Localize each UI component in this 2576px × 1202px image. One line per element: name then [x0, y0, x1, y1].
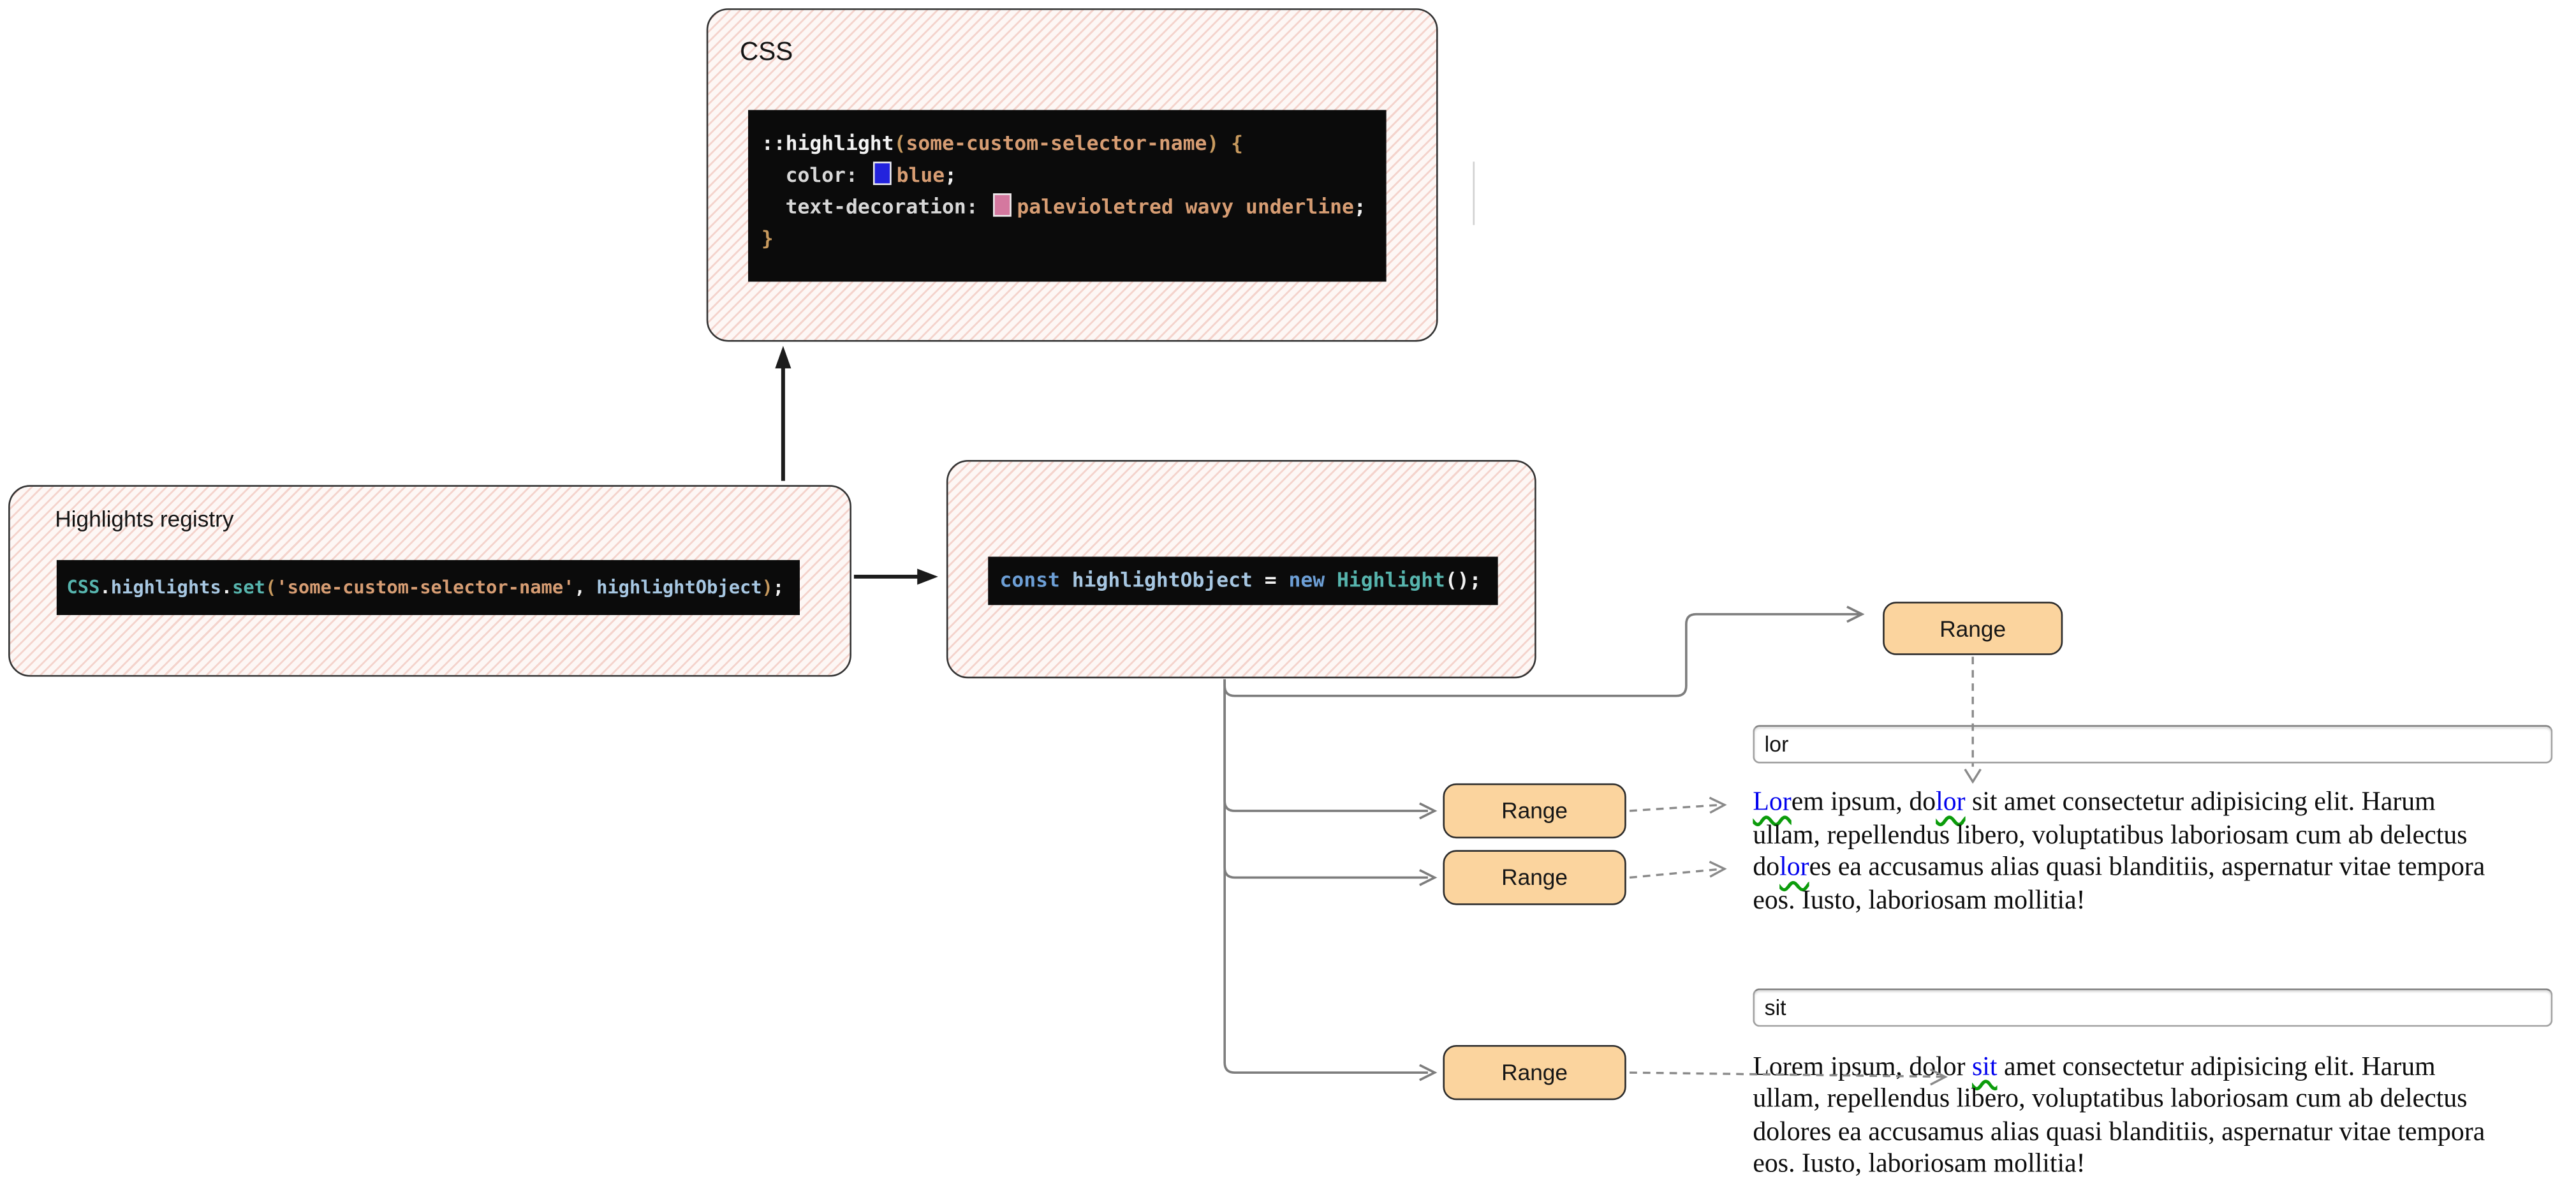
range-node-2: Range [1443, 783, 1626, 839]
link-highlight-to-range-2 [1223, 679, 1428, 812]
paragraph-text: eos. Iusto, laboriosam mollitia! [1753, 1150, 2086, 1179]
paragraph-text: amet consectetur adipisicing elit. Harum [1997, 1052, 2436, 1081]
code-token: , [574, 576, 597, 598]
link-range-2-head [1419, 802, 1438, 820]
dashed-range-3-to-dolores [1629, 868, 1723, 879]
paragraph-text: ullam, repellendus libero, voluptatibus … [1753, 1085, 2468, 1114]
code-line: } [762, 223, 1373, 255]
css-rule-card: CSS ::highlight(some-custom-selector-nam… [706, 8, 1474, 342]
paragraph-text: eos. Iusto, laboriosam mollitia! [1753, 886, 2086, 915]
code-token: (); [1445, 568, 1482, 592]
code-token: ; [772, 576, 784, 598]
code-line: CSS.highlights.set('some-custom-selector… [67, 574, 790, 602]
code-token: some-custom-selector-name [906, 131, 1207, 155]
arrow-registry-to-highlight-object-head [917, 568, 938, 585]
registry-card-title: Highlights registry [55, 507, 234, 532]
range-node-1: Range [1883, 602, 2063, 655]
search-input-sit[interactable] [1753, 988, 2553, 1027]
code-token: 'some-custom-selector-name' [276, 576, 575, 598]
range-node-1-label: Range [1939, 616, 2006, 641]
code-token: highlights [110, 576, 221, 598]
blue-color-swatch [873, 161, 892, 185]
highlights-registry-card: Highlights registry CSS.highlights.set('… [8, 485, 851, 677]
code-indent-guide [1472, 161, 1474, 225]
demo-paragraph-1: Lorem ipsum, dolor sit amet consectetur … [1753, 787, 2576, 917]
dashed-range-2-head [1709, 796, 1727, 814]
code-line: ::highlight(some-custom-selector-name) { [762, 128, 1373, 160]
registry-code-block: CSS.highlights.set('some-custom-selector… [56, 560, 800, 616]
code-token: highlightObject [1071, 568, 1265, 592]
range-node-4-label: Range [1501, 1060, 1568, 1085]
code-token: ) [762, 576, 773, 598]
link-highlight-to-range-3 [1223, 679, 1428, 879]
code-token: blue [896, 163, 945, 187]
code-token: ) { [1207, 131, 1244, 155]
code-token: set [232, 576, 265, 598]
highlight-object-card: const highlightObject = new Highlight(); [946, 460, 1536, 679]
code-line: color: blue; [762, 160, 1373, 192]
code-token: } [761, 226, 774, 250]
code-line: text-decoration: palevioletred wavy unde… [762, 191, 1373, 223]
code-token: palevioletred wavy underline [1017, 195, 1354, 219]
code-line: const highlightObject = new Highlight(); [1000, 567, 1487, 595]
link-range-1-head [1846, 605, 1865, 623]
code-token: color: [761, 163, 870, 187]
code-token: ::highlight [761, 131, 894, 155]
css-code-block: ::highlight(some-custom-selector-name) {… [748, 110, 1387, 282]
code-token: new [1288, 568, 1337, 592]
code-token: . [99, 576, 111, 598]
code-token: ; [945, 163, 957, 187]
link-range-3-head [1419, 869, 1438, 886]
dashed-range-1-head [1964, 768, 1982, 784]
highlight-object-code-block: const highlightObject = new Highlight(); [988, 556, 1498, 605]
paragraph-text: em ipsum, do [1791, 788, 1936, 817]
code-token: CSS [66, 576, 100, 598]
range-node-2-label: Range [1501, 798, 1568, 824]
paragraph-text: dolores ea accusamus alias quasi blandit… [1753, 1118, 2485, 1146]
search-input-lor[interactable] [1753, 725, 2553, 764]
code-token: const [999, 568, 1072, 592]
code-token: ( [265, 576, 277, 598]
highlighted-match: lor [1936, 788, 1966, 817]
highlighted-match: lor [1779, 854, 1809, 882]
code-token: Highlight [1337, 568, 1445, 592]
highlighted-match: sit [1972, 1052, 1998, 1081]
css-card-title: CSS [739, 38, 793, 67]
highlighted-match: Lor [1753, 788, 1792, 817]
link-highlight-to-range-4 [1223, 679, 1428, 1074]
arrow-registry-to-css-head [775, 346, 791, 369]
paragraph-text: Lorem ipsum, dolor [1753, 1052, 1973, 1081]
paragraph-text: do [1753, 854, 1780, 882]
range-node-3-label: Range [1501, 864, 1568, 891]
dashed-range-3-head [1709, 861, 1727, 878]
code-token: ( [894, 131, 906, 155]
code-token: = [1264, 568, 1289, 592]
dashed-range-2-to-lorem [1629, 803, 1723, 812]
code-token: . [221, 576, 233, 598]
code-token: highlightObject [596, 576, 762, 598]
pink-color-swatch [993, 193, 1012, 217]
link-range-4-head [1419, 1064, 1438, 1081]
demo-paragraph-2: Lorem ipsum, dolor sit amet consectetur … [1753, 1051, 2576, 1182]
paragraph-text: sit amet consectetur adipisicing elit. H… [1965, 788, 2436, 817]
code-token: ; [1353, 195, 1366, 219]
range-node-4: Range [1443, 1045, 1626, 1101]
paragraph-text: ullam, repellendus libero, voluptatibus … [1753, 820, 2468, 850]
code-token: text-decoration: [761, 195, 990, 219]
paragraph-text: es ea accusamus alias quasi blanditiis, … [1809, 854, 2485, 882]
range-node-3: Range [1443, 850, 1626, 905]
